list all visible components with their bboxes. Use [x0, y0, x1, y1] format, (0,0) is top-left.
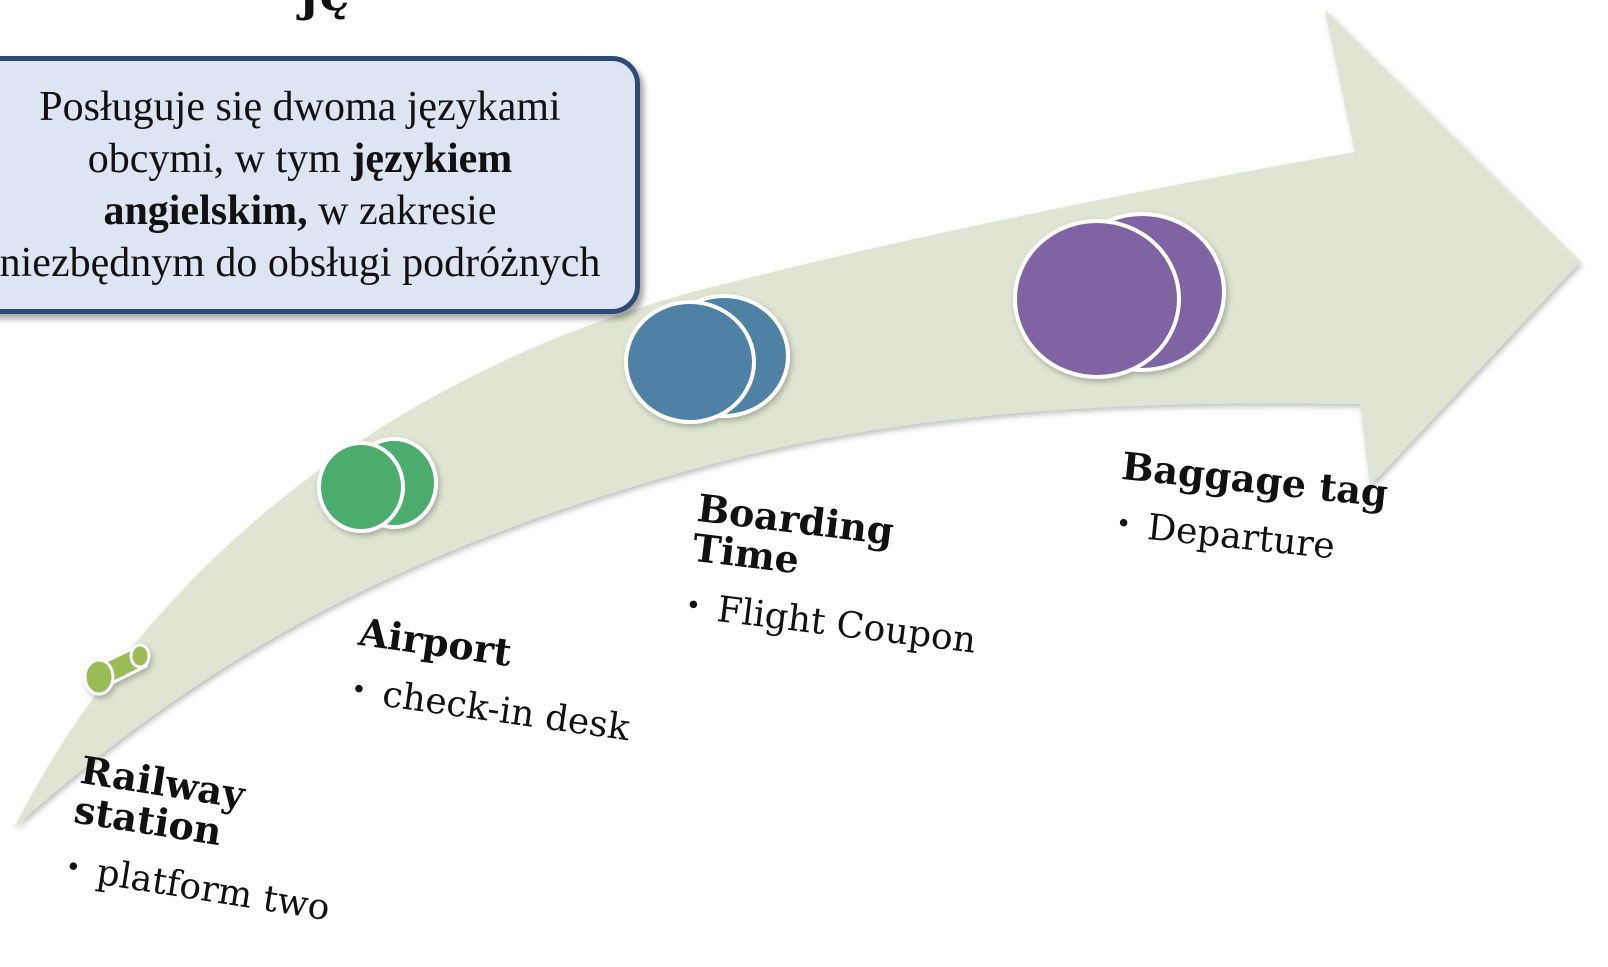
callout-box: Posługuje się dwoma językami obcymi, w t… [0, 56, 640, 314]
callout-text: Posługuje się dwoma językami obcymi, w t… [0, 81, 600, 289]
railway-cylinder-icon [83, 643, 151, 696]
title-fragment: ję [300, 0, 352, 22]
baggage-cylinder-icon [1013, 212, 1226, 379]
airport-cylinder-icon [317, 437, 438, 533]
callout-line-1: Posługuje się dwoma językami [39, 84, 561, 130]
callout-line-2-regular: obcymi, w tym [87, 136, 341, 182]
bullet-dot-icon: • [1114, 508, 1133, 541]
callout-line-3-regular: w zakresie [318, 188, 497, 234]
callout-line-2-bold: językiem [351, 136, 513, 182]
callout-line-4: niezbędnym do obsługi podróżnych [0, 240, 601, 286]
boarding-cylinder-icon [624, 294, 790, 424]
callout-line-3-bold: angielskim, [103, 188, 308, 234]
curved-arrow [14, 10, 1580, 828]
